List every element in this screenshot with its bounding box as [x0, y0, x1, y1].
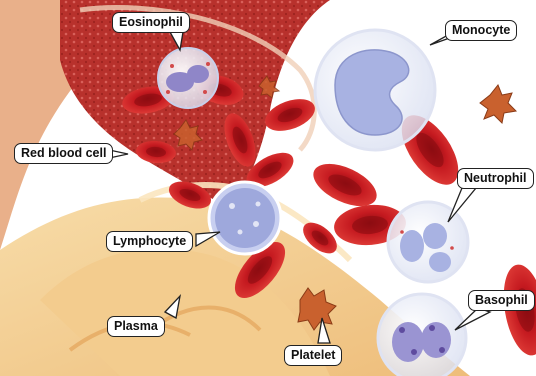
plasma-label: Plasma	[107, 316, 165, 337]
neutrophil-label: Neutrophil	[457, 168, 534, 189]
eosinophil-label: Eosinophil	[112, 12, 190, 33]
monocyte-cell	[315, 30, 435, 150]
neutrophil-pointer	[448, 188, 476, 222]
platelet-label: Platelet	[284, 345, 342, 366]
basophil-label: Basophil	[468, 290, 535, 311]
lymphocyte-cell	[209, 182, 281, 254]
neutrophil-cell	[388, 202, 468, 282]
lymphocyte-label: Lymphocyte	[106, 231, 193, 252]
platelet	[480, 85, 516, 123]
red-blood-cell-label: Red blood cell	[14, 143, 113, 164]
eosinophil-cell	[158, 48, 218, 108]
monocyte-label: Monocyte	[445, 20, 517, 41]
basophil-cell	[378, 294, 466, 376]
